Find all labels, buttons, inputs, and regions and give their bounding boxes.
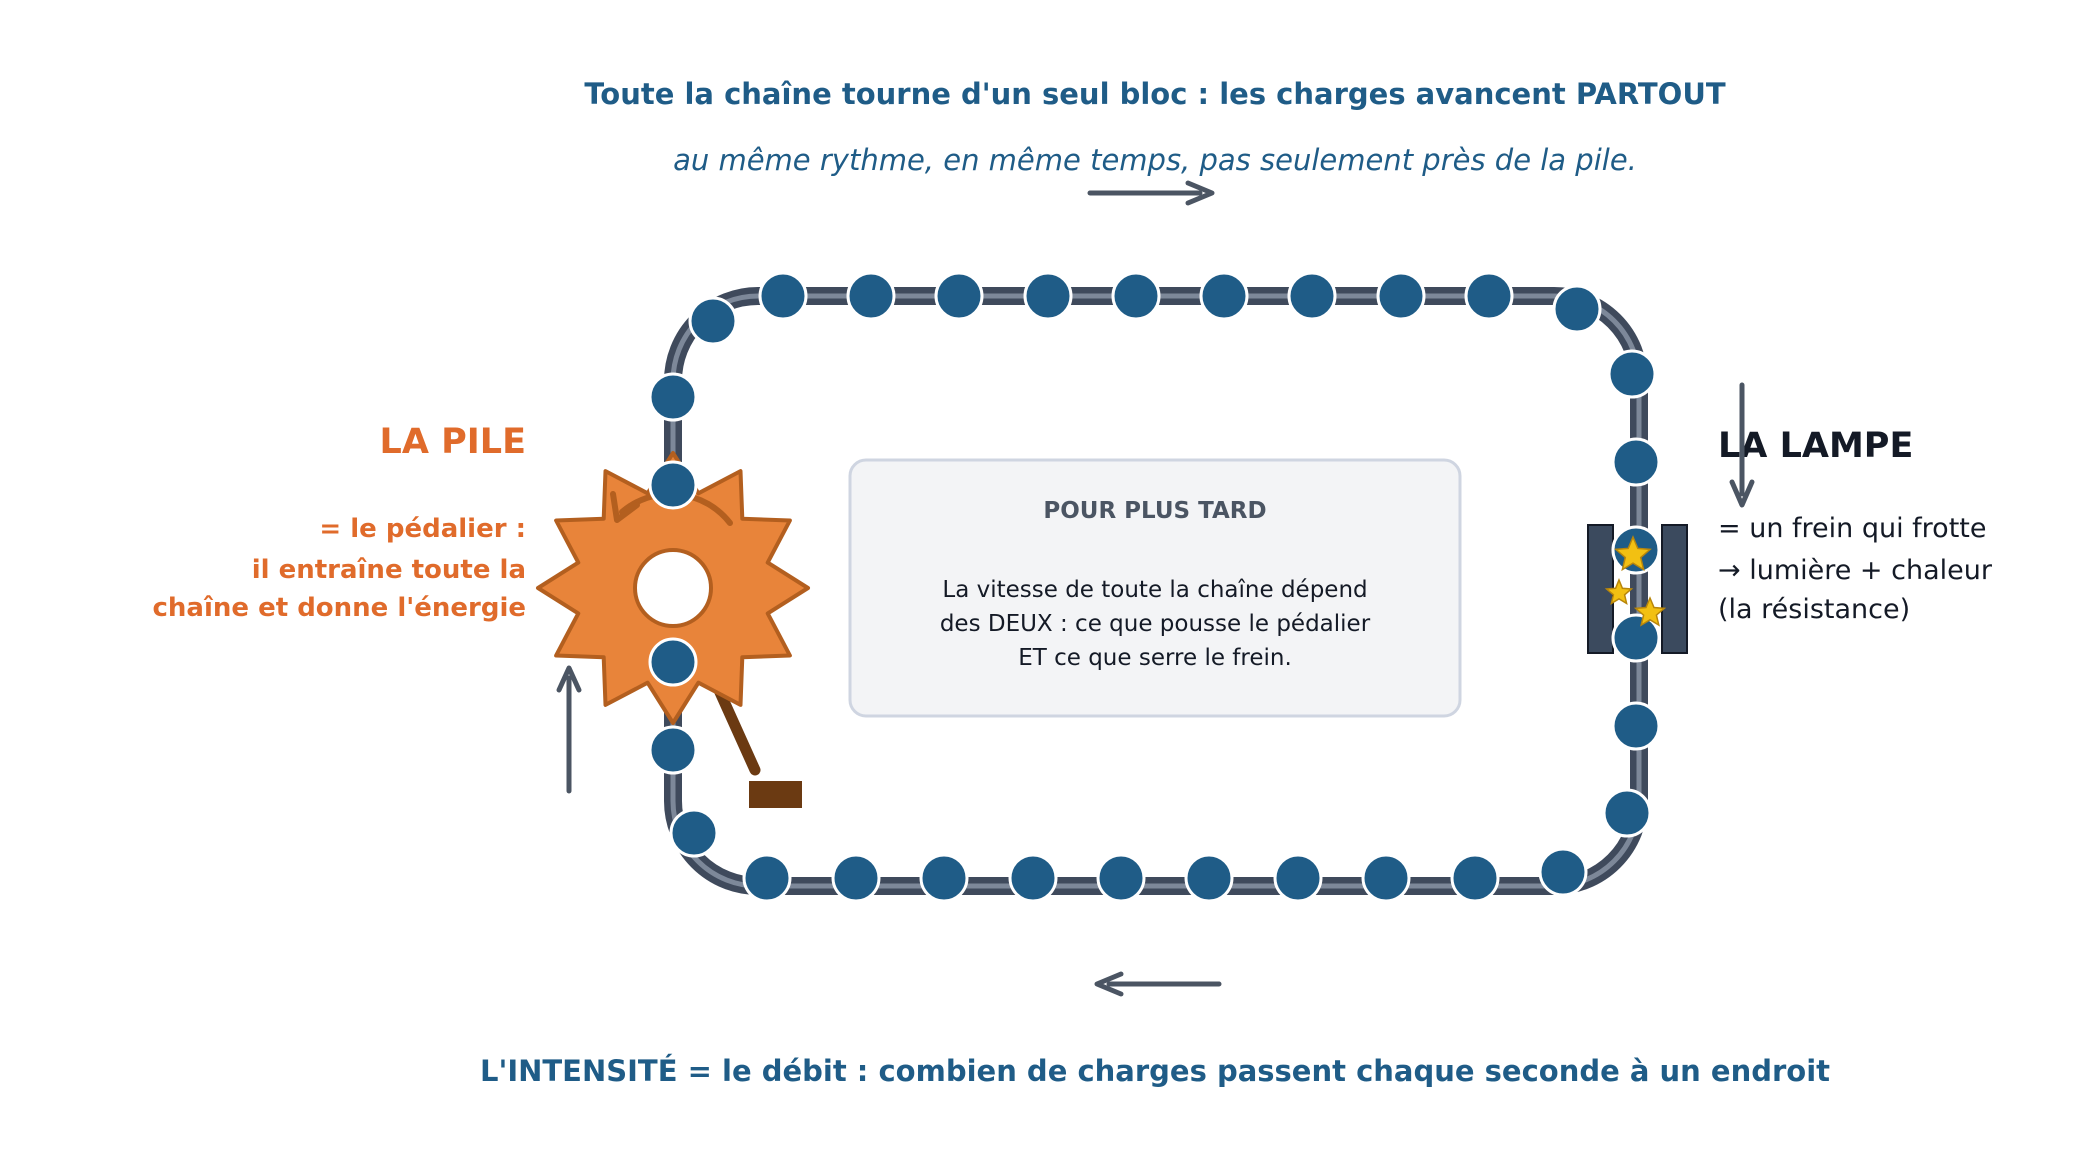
diagram-subtitle: au même rythme, en même temps, pas seule… [673, 143, 1637, 177]
pile-line: chaîne et donne l'énergie [153, 593, 527, 623]
sparks-group [1604, 535, 1667, 627]
pile-line: il entraîne toute la [252, 555, 526, 585]
note-line: des DEUX : ce que pousse le pédalier [940, 611, 1371, 637]
flow-arrow-down-icon [1729, 382, 1755, 508]
pile-title: LA PILE [380, 422, 526, 462]
charge-bead [1602, 788, 1652, 838]
note-box: POUR PLUS TARD La vitesse de toute la ch… [848, 458, 1462, 718]
lamp-line: = un frein qui frotte [1718, 513, 1986, 544]
footer-text: L'INTENSITÉ = le débit : combien de char… [480, 1054, 1830, 1088]
charge-bead [758, 271, 808, 321]
charge-bead [846, 271, 896, 321]
charge-bead [934, 271, 984, 321]
charge-bead [1111, 271, 1161, 321]
note-line: ET ce que serre le frein. [1018, 645, 1292, 671]
charge-bead [1611, 613, 1661, 663]
charge-bead [1096, 853, 1146, 903]
charge-bead [1361, 853, 1411, 903]
spark-star-icon [1633, 596, 1667, 627]
charge-bead [1287, 271, 1337, 321]
charge-bead [1023, 271, 1073, 321]
charge-bead [669, 808, 719, 858]
charge-bead [1199, 271, 1249, 321]
lamp-line: (la résistance) [1718, 594, 1910, 625]
chainring-gear-icon [536, 451, 810, 725]
diagram-title: Toute la chaîne tourne d'un seul bloc : … [584, 77, 1726, 111]
charge-bead [1464, 271, 1514, 321]
charge-bead [1376, 271, 1426, 321]
charge-bead [1607, 349, 1657, 399]
charge-bead [648, 637, 698, 687]
note-title: POUR PLUS TARD [1043, 498, 1266, 524]
lamp-title: LA LAMPE [1718, 426, 1913, 466]
charge-bead [919, 853, 969, 903]
charge-bead [1450, 853, 1500, 903]
charge-bead [1184, 853, 1234, 903]
lamp-line: → lumière + chaleur [1718, 555, 1993, 586]
charge-bead [742, 853, 792, 903]
flow-arrow-up-icon [556, 665, 582, 794]
charge-bead [648, 725, 698, 775]
charge-bead [688, 296, 738, 346]
charge-bead [648, 460, 698, 510]
flow-arrow-right-icon [1087, 180, 1215, 206]
charge-bead [1611, 437, 1661, 487]
charge-bead [1273, 853, 1323, 903]
charge-bead [1538, 847, 1588, 897]
pile-line: = le pédalier : [319, 514, 526, 544]
charge-bead [1008, 853, 1058, 903]
charge-bead [1552, 284, 1602, 334]
charge-bead [648, 372, 698, 422]
brake-pads-icon [1587, 524, 1688, 654]
spark-star-icon [1614, 535, 1652, 572]
flow-arrow-left-icon [1094, 971, 1222, 997]
spark-star-icon [1604, 578, 1634, 606]
charge-bead [1611, 701, 1661, 751]
note-line: La vitesse de toute la chaîne dépend [942, 577, 1367, 603]
charge-bead [831, 853, 881, 903]
